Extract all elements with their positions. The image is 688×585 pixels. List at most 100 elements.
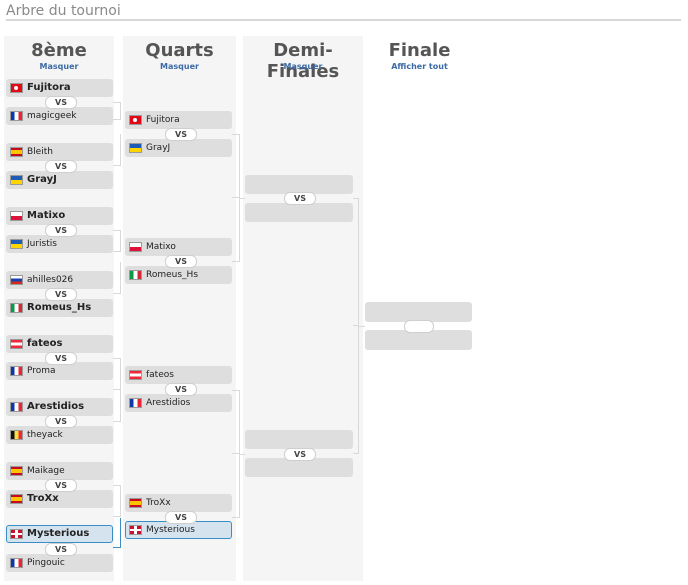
player-slot[interactable]: Arestidios — [6, 398, 113, 416]
player-slot[interactable]: magicgeek — [6, 107, 113, 125]
vs-badge[interactable]: VS — [45, 415, 77, 428]
player-slot[interactable]: TroXx — [6, 490, 113, 508]
player-slot[interactable]: fateos — [6, 335, 113, 353]
round-toggle-quarters[interactable]: Masquer — [160, 62, 199, 71]
player-slot[interactable]: Juristis — [6, 235, 113, 253]
player-slot-selected[interactable]: Mysterious — [6, 525, 113, 543]
player-name: magicgeek — [27, 111, 77, 121]
empty-slot[interactable] — [245, 203, 353, 222]
round-toggle-final[interactable]: Afficher tout — [391, 62, 448, 71]
player-name: Pingouic — [27, 558, 65, 568]
player-name: Romeus_Hs — [27, 302, 92, 313]
player-slot[interactable]: Romeus_Hs — [6, 299, 113, 317]
flag-austria-icon — [129, 370, 142, 380]
player-slot[interactable]: Bleith — [6, 143, 113, 161]
bracket-connector — [359, 326, 365, 327]
player-name: Maikage — [27, 466, 65, 476]
flag-spain-icon — [10, 147, 23, 157]
bracket-connector — [232, 198, 240, 262]
flag-france-icon — [10, 111, 23, 121]
player-name: Fujitora — [27, 82, 71, 93]
vs-badge[interactable]: VS — [45, 224, 77, 237]
vs-badge[interactable]: VS — [45, 160, 77, 173]
page-title: Arbre du tournoi — [6, 3, 121, 19]
player-name: GrayJ — [27, 174, 57, 185]
player-name: fateos — [146, 370, 174, 380]
bracket-connector — [232, 454, 240, 518]
flag-italy-icon — [10, 303, 23, 313]
player-name: ahilles026 — [27, 275, 74, 285]
vs-badge[interactable]: VS — [45, 96, 77, 109]
vs-badge[interactable]: VS — [284, 192, 316, 205]
bracket-connector — [232, 390, 240, 454]
player-name: Proma — [27, 366, 56, 376]
empty-slot[interactable] — [365, 302, 472, 322]
round-toggle-semifinals[interactable]: Masquer — [283, 62, 323, 71]
player-slot[interactable]: Proma — [6, 362, 113, 380]
flag-uk-icon — [10, 529, 23, 539]
player-slot[interactable]: TroXx — [125, 494, 232, 512]
empty-slot[interactable] — [245, 430, 353, 449]
vs-badge-empty[interactable] — [404, 320, 434, 333]
bracket-connector — [240, 454, 245, 455]
flag-belgium-icon — [10, 430, 23, 440]
flag-spain-icon — [129, 498, 142, 508]
player-name: Arestidios — [27, 401, 85, 412]
bracket-connector — [232, 134, 240, 198]
player-slot[interactable]: Romeus_Hs — [125, 266, 232, 284]
player-name: TroXx — [27, 493, 59, 504]
flag-france-icon — [10, 558, 23, 568]
player-slot[interactable]: GrayJ — [6, 171, 113, 189]
vs-badge[interactable]: VS — [45, 543, 77, 556]
vs-badge[interactable]: VS — [165, 255, 197, 268]
player-slot[interactable]: Fujitora — [6, 79, 113, 97]
flag-uk-icon — [129, 525, 142, 535]
flag-france-icon — [10, 402, 23, 412]
player-slot[interactable]: Pingouic — [6, 554, 113, 572]
player-name: TroXx — [146, 498, 171, 508]
bracket-connector — [113, 390, 121, 422]
vs-badge[interactable]: VS — [165, 128, 197, 141]
player-name: Matixo — [146, 242, 176, 252]
vs-badge[interactable]: VS — [45, 479, 77, 492]
flag-poland-icon — [10, 211, 23, 221]
bracket-connector — [113, 102, 121, 120]
round-column-semifinals: Demi-Finales Masquer — [243, 36, 363, 581]
player-name: Arestidios — [146, 398, 191, 408]
round-toggle-eighths[interactable]: Masquer — [39, 62, 79, 71]
round-title-eighths: 8ème — [31, 40, 87, 61]
player-slot[interactable]: fateos — [125, 366, 232, 384]
title-divider — [6, 19, 681, 21]
flag-ukraine-icon — [129, 143, 142, 153]
player-slot[interactable]: ahilles026 — [6, 271, 113, 289]
vs-badge[interactable]: VS — [165, 511, 197, 524]
vs-badge[interactable]: VS — [45, 288, 77, 301]
flag-austria-icon — [10, 339, 23, 349]
empty-slot[interactable] — [245, 458, 353, 477]
flag-ukraine-icon — [10, 239, 23, 249]
flag-poland-icon — [129, 242, 142, 252]
bracket-connector — [113, 485, 121, 517]
player-slot[interactable]: Matixo — [6, 207, 113, 225]
player-slot[interactable]: Matixo — [125, 238, 232, 256]
player-slot[interactable]: Maikage — [6, 462, 113, 480]
flag-france-icon — [10, 366, 23, 376]
bracket-connector — [240, 198, 245, 199]
round-title-quarters: Quarts — [145, 40, 214, 61]
empty-slot[interactable] — [245, 175, 353, 194]
player-name: GrayJ — [146, 143, 171, 153]
flag-turkey-icon — [129, 115, 142, 125]
player-slot[interactable]: theyack — [6, 426, 113, 444]
flag-spain-icon — [10, 466, 23, 476]
player-slot[interactable]: GrayJ — [125, 139, 232, 157]
player-slot-selected[interactable]: Mysterious — [125, 521, 232, 539]
flag-france-icon — [129, 398, 142, 408]
bracket-connector — [113, 134, 121, 166]
flag-ukraine-icon — [10, 175, 23, 185]
vs-badge[interactable]: VS — [45, 352, 77, 365]
player-slot[interactable]: Fujitora — [125, 111, 232, 129]
player-slot[interactable]: Arestidios — [125, 394, 232, 412]
vs-badge[interactable]: VS — [284, 448, 316, 461]
vs-badge[interactable]: VS — [165, 383, 197, 396]
empty-slot[interactable] — [365, 330, 472, 350]
